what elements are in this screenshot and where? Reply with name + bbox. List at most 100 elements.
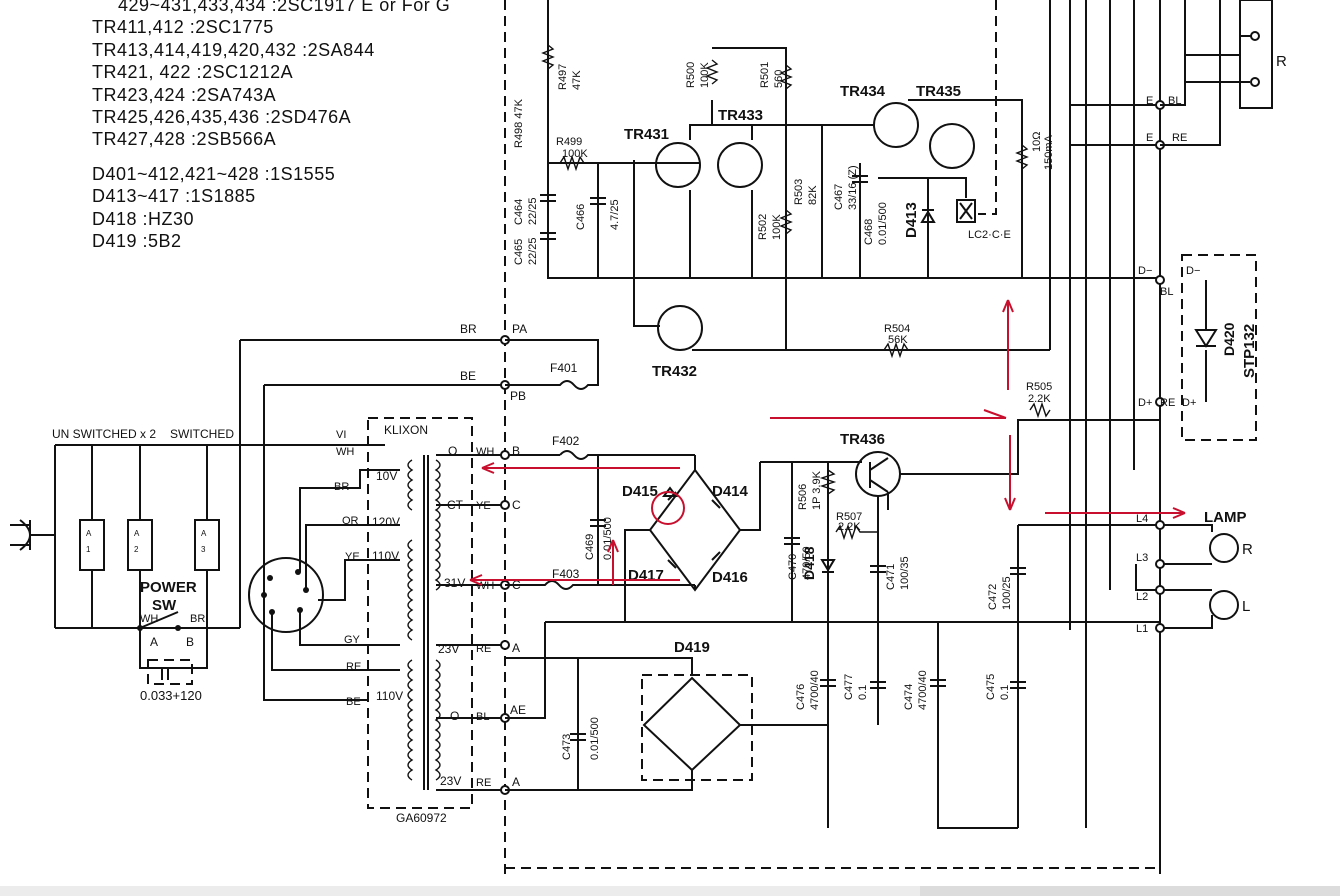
svg-text:2.2K: 2.2K	[1028, 393, 1051, 405]
outlet-1-icon	[79, 519, 105, 571]
svg-text:R507: R507	[836, 511, 862, 523]
voltage-selector: BR OR YE GY RE BE VI WH	[239, 339, 505, 708]
connector-strip: BR BE PA PB WH YE WH RE BL RE B C C A AE…	[436, 0, 1160, 880]
mains-plug-icon	[10, 520, 40, 550]
svg-text:100K: 100K	[771, 214, 783, 240]
svg-text:1: 1	[86, 545, 91, 554]
svg-text:10Ω: 10Ω	[1031, 132, 1043, 152]
svg-text:C472: C472	[987, 584, 999, 610]
bridge-rectifier: D415 D414 D417 D416	[622, 455, 761, 622]
svg-text:RE: RE	[1160, 397, 1175, 409]
tr436-label: TR436	[840, 431, 885, 448]
svg-text:WH: WH	[476, 446, 494, 458]
arrow-right-upper	[770, 409, 1007, 419]
svg-text:0.01/500: 0.01/500	[877, 202, 889, 245]
d417-label: D417	[628, 567, 664, 584]
component-legend: 429~431,433,434 :2SC1917 E or For G TR41…	[92, 0, 450, 252]
svg-text:A: A	[512, 775, 520, 789]
svg-text:WH: WH	[336, 446, 354, 458]
tr432-label: TR432	[652, 363, 697, 380]
d419-label: D419	[674, 639, 710, 656]
svg-text:C464: C464	[513, 199, 525, 225]
svg-text:A: A	[150, 635, 158, 649]
legend-line: TR423,424 :2SA743A	[92, 84, 277, 105]
tr435-label: TR435	[916, 83, 961, 100]
ground-bus: C473 0.01/500 D419 C476 4700/40 C477 0.1…	[505, 525, 1160, 829]
d415-highlight-circle	[651, 491, 685, 525]
svg-text:2.2K: 2.2K	[838, 521, 861, 533]
svg-text:E: E	[1146, 95, 1153, 107]
arrow-to-lamp	[1045, 507, 1186, 519]
svg-text:B: B	[512, 444, 520, 458]
svg-text:4700/40: 4700/40	[809, 670, 821, 710]
svg-text:R501: R501	[759, 62, 771, 88]
svg-text:0.1: 0.1	[857, 685, 869, 700]
unswitched-label: UN SWITCHED x 2	[52, 427, 156, 441]
legend-line: TR421, 422 :2SC1212A	[92, 62, 294, 83]
svg-text:BR: BR	[460, 322, 477, 336]
bottom-scroll-thumb[interactable]	[920, 886, 1340, 896]
svg-text:L3: L3	[1136, 552, 1148, 564]
svg-text:C469: C469	[584, 534, 596, 560]
d415-label: D415	[622, 483, 658, 500]
svg-text:C466: C466	[575, 204, 587, 230]
tr435-icon	[929, 123, 975, 169]
relay-label: LC2·C·E	[968, 229, 1011, 241]
svg-text:VI: VI	[336, 429, 346, 441]
svg-text:22/25: 22/25	[527, 197, 539, 225]
svg-text:YE: YE	[345, 551, 360, 563]
svg-text:3: 3	[201, 545, 206, 554]
svg-text:4700/40: 4700/40	[917, 670, 929, 710]
svg-text:C474: C474	[903, 684, 915, 710]
tr434-label: TR434	[840, 83, 886, 100]
d414-label: D414	[712, 483, 749, 500]
arrow-left-upper	[481, 462, 680, 474]
switched-label: SWITCHED	[170, 427, 234, 441]
f403-label: F403	[552, 567, 580, 581]
svg-text:D420: D420	[1221, 322, 1237, 356]
svg-text:R504: R504	[884, 323, 910, 335]
svg-text:R497: R497	[557, 64, 569, 90]
svg-text:R505: R505	[1026, 381, 1052, 393]
svg-text:10V: 10V	[376, 469, 397, 483]
svg-text:C467: C467	[833, 184, 845, 210]
svg-text:C468: C468	[863, 219, 875, 245]
svg-text:C477: C477	[843, 674, 855, 700]
legend-line: D419 :5B2	[92, 231, 182, 252]
svg-text:RE: RE	[476, 643, 491, 655]
svg-text:56K: 56K	[888, 334, 908, 346]
red-annotation-arrows	[469, 299, 1186, 586]
speaker-r-label: R	[1276, 53, 1287, 70]
tr433-label: TR433	[718, 107, 763, 124]
svg-text:STP132: STP132	[1241, 324, 1258, 378]
tr436-stage: TR436 C470 470/50 D418 R506 1P 3.9K R507…	[760, 419, 1160, 622]
svg-text:GY: GY	[344, 634, 361, 646]
legend-line: 429~431,433,434 :2SC1917 E or For G	[118, 0, 451, 15]
svg-text:R498 47K: R498 47K	[513, 98, 525, 148]
svg-text:31V: 31V	[444, 576, 465, 590]
svg-text:110V: 110V	[376, 689, 403, 703]
fuses: F401 F402 F403 C469 0.01/500	[505, 339, 695, 590]
svg-text:R500: R500	[685, 62, 697, 88]
tr431-icon	[655, 142, 701, 188]
svg-text:R499: R499	[556, 136, 582, 148]
svg-text:OR: OR	[342, 515, 359, 527]
transformer: KLIXON GA60972 10V 120V 110V 110V O CT 3…	[367, 417, 473, 825]
svg-text:WH: WH	[476, 580, 494, 592]
tr434-icon	[873, 102, 919, 148]
arrow-up-left	[607, 539, 619, 585]
tr436-icon	[855, 451, 901, 497]
svg-text:BE: BE	[346, 696, 361, 708]
svg-text:L4: L4	[1136, 513, 1148, 525]
svg-text:YE: YE	[476, 500, 491, 512]
svg-text:R502: R502	[757, 214, 769, 240]
svg-text:33/16 (Z): 33/16 (Z)	[847, 165, 859, 210]
svg-text:A: A	[86, 529, 92, 538]
svg-text:100K: 100K	[562, 148, 588, 160]
svg-text:D413: D413	[903, 202, 920, 238]
svg-text:100K: 100K	[699, 62, 711, 88]
svg-text:47K: 47K	[571, 70, 583, 90]
svg-text:23V: 23V	[440, 774, 461, 788]
svg-text:D+: D+	[1182, 397, 1196, 409]
legend-line: TR427,428 :2SB566A	[92, 129, 277, 150]
